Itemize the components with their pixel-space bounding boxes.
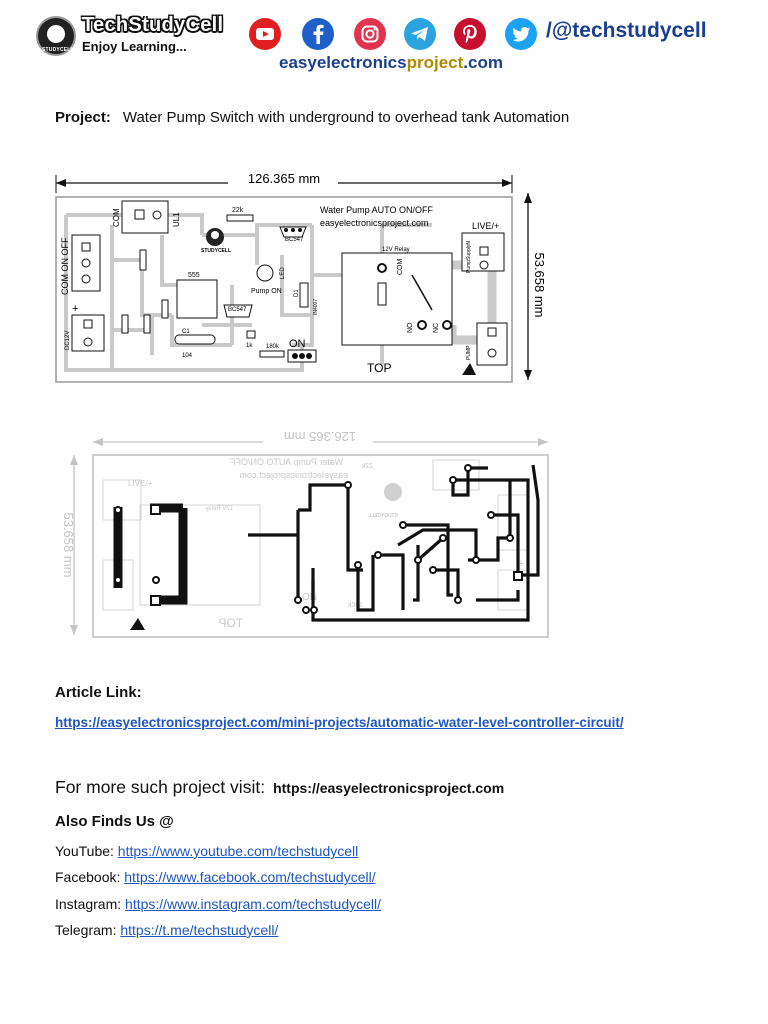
project-title: Project: Water Pump Switch with undergrou… (55, 109, 569, 126)
techstudycell-logo[interactable]: STUDYCELL TechStudyCell Enjoy Learning..… (36, 14, 226, 60)
svg-text:DC12V: DC12V (65, 331, 71, 350)
pcb-top-layer-image: 126.365 mm 53.658 mm COM UL1 22k Water P… (55, 170, 547, 383)
svg-text:22k: 22k (232, 207, 244, 214)
brand-tagline: Enjoy Learning... (82, 39, 187, 54)
svg-text:LIVE/+: LIVE/+ (472, 221, 499, 231)
svg-text:+: + (72, 303, 78, 315)
svg-text:LED: LED (280, 267, 286, 279)
svg-text:NO: NO (407, 322, 414, 333)
pcb-height-dimension: 53.658 mm (532, 252, 547, 317)
instagram-link[interactable]: https://www.instagram.com/techstudycell/ (125, 896, 382, 912)
pcb-bottom-width-dimension: 126.365 mm (284, 429, 356, 444)
svg-text:ON: ON (302, 592, 317, 603)
youtube-link-row: YouTube: https://www.youtube.com/techstu… (55, 843, 359, 859)
article-link[interactable]: https://easyelectronicsproject.com/mini-… (55, 715, 624, 730)
brand-name: TechStudyCell (82, 14, 224, 36)
svg-text:UL1: UL1 (172, 212, 181, 227)
pcb-bottom-height-dimension: 53.658 mm (61, 512, 76, 577)
instagram-icon[interactable] (354, 18, 386, 50)
facebook-link[interactable]: https://www.facebook.com/techstudycell/ (124, 869, 376, 885)
youtube-link[interactable]: https://www.youtube.com/techstudycell (117, 843, 359, 859)
telegram-icon[interactable] (404, 18, 436, 50)
facebook-icon[interactable] (302, 18, 334, 50)
svg-text:C1: C1 (182, 329, 190, 335)
telegram-link[interactable]: https://t.me/techstudycell/ (120, 922, 279, 938)
pcb-bottom-layer-image: 126.365 mm 53.658 mm LIVE/+ Water Pump A… (61, 428, 549, 638)
pcb-board-title: Water Pump AUTO ON/OFF (320, 205, 434, 215)
svg-text:easyelectronicsproject.com: easyelectronicsproject.com (320, 218, 429, 228)
social-handle[interactable]: /@techstudycell (546, 19, 707, 42)
svg-text:STUDYCELL: STUDYCELL (368, 513, 398, 519)
svg-text:555: 555 (188, 272, 200, 279)
svg-text:Water Pump AUTO ON/OFF: Water Pump AUTO ON/OFF (229, 457, 343, 467)
svg-text:180k: 180k (347, 602, 363, 609)
svg-text:BC547: BC547 (285, 237, 304, 243)
telegram-link-row: Telegram: https://t.me/techstudycell/ (55, 922, 279, 938)
svg-text:1k: 1k (246, 343, 253, 349)
pinterest-icon[interactable] (454, 18, 486, 50)
svg-text:12V Relay: 12V Relay (205, 506, 233, 512)
facebook-link-row: Facebook: https://www.facebook.com/techs… (55, 869, 376, 885)
project-name: Water Pump Switch with underground to ov… (122, 109, 570, 126)
svg-text:STUDYCELL: STUDYCELL (201, 248, 231, 254)
svg-text:COM: COM (397, 259, 404, 276)
svg-text:NC: NC (433, 323, 440, 333)
more-projects: For more such project visit: https://easy… (55, 777, 504, 798)
svg-text:Pump ON: Pump ON (251, 288, 282, 295)
svg-text:COM: COM (112, 208, 121, 227)
twitter-icon[interactable] (505, 18, 537, 50)
svg-text:12V Relay: 12V Relay (382, 247, 410, 253)
article-link-label: Article Link: (55, 684, 142, 701)
pcb-width-dimension: 126.365 mm (248, 171, 320, 186)
svg-text:PumpSupplyN: PumpSupplyN (466, 241, 472, 273)
project-label: Project: (55, 109, 111, 126)
svg-text:180k: 180k (266, 344, 280, 350)
page-header: STUDYCELL TechStudyCell Enjoy Learning..… (0, 0, 768, 80)
svg-text:+: + (518, 558, 524, 570)
instagram-link-row: Instagram: https://www.instagram.com/tec… (55, 896, 382, 912)
more-projects-url[interactable]: https://easyelectronicsproject.com (273, 780, 505, 796)
pcb-side-label: TOP (367, 361, 391, 375)
logo-emblem: STUDYCELL (36, 16, 76, 56)
svg-text:LIVE/+: LIVE/+ (128, 479, 153, 488)
more-projects-label: For more such project visit: (55, 777, 266, 797)
svg-text:IN4007: IN4007 (313, 299, 319, 315)
svg-text:104: 104 (182, 353, 193, 359)
svg-text:PUMP: PUMP (466, 345, 472, 360)
svg-text:ON: ON (289, 338, 306, 350)
svg-text:COM ON OFF: COM ON OFF (60, 237, 70, 295)
also-find-us-heading: Also Finds Us @ (55, 813, 174, 830)
site-wordmark[interactable]: easyelectronicsproject.com (279, 53, 503, 72)
youtube-icon[interactable] (249, 18, 281, 50)
pcb-bottom-side-label: TOP (219, 616, 243, 630)
svg-text:easyelectronicsproject.com: easyelectronicsproject.com (239, 470, 348, 480)
svg-text:BC547: BC547 (228, 307, 247, 313)
svg-text:D1: D1 (294, 289, 300, 297)
svg-text:22k: 22k (361, 463, 373, 470)
